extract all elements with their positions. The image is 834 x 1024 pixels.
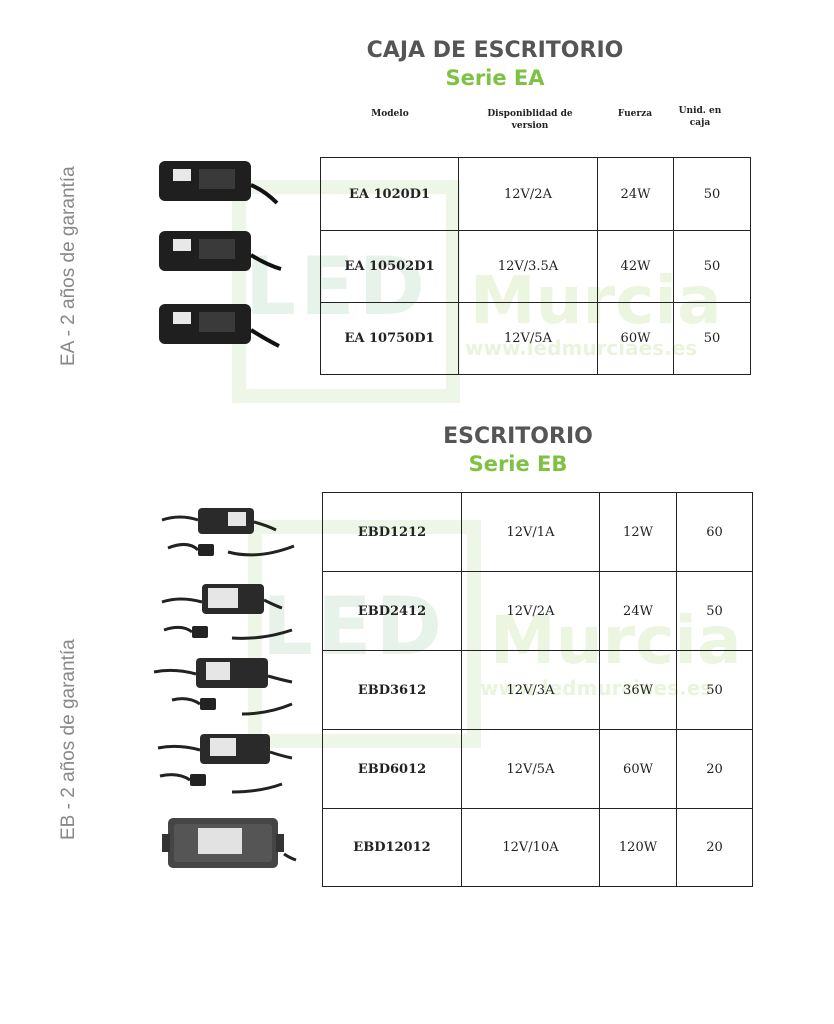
cell-modelo: EBD1212 [322, 492, 462, 572]
table-row: EA 1020D1 12V/2A 24W 50 [320, 157, 751, 231]
product-image-ebd12012 [162, 818, 297, 868]
product-image-ebd1212 [161, 508, 295, 557]
cell-version: 12V/2A [461, 571, 600, 651]
table-row: EA 10502D1 12V/3.5A 42W 50 [320, 230, 751, 303]
warranty-eb-label: EB - 2 años de garantía [58, 639, 79, 840]
col-header-disponibilidad: Disponiblidad de version [487, 109, 573, 131]
cell-modelo: EA 10502D1 [320, 230, 459, 303]
cell-version: 12V/3A [461, 650, 600, 730]
ea-spec-table: EA 1020D1 12V/2A 24W 50 EA 10502D1 12V/3… [320, 157, 751, 375]
table-row: EA 10750D1 12V/5A 60W 50 [320, 302, 751, 375]
cell-fuerza: 120W [599, 808, 677, 887]
cell-unid: 20 [676, 808, 753, 887]
cell-fuerza: 24W [599, 571, 677, 651]
cell-version: 12V/3.5A [458, 230, 598, 303]
cell-version: 12V/10A [461, 808, 600, 887]
col-header-modelo: Modelo [371, 109, 409, 119]
product-image-ea10750d1 [159, 304, 280, 348]
cell-version: 12V/5A [461, 729, 600, 809]
cell-version: 12V/5A [458, 302, 598, 375]
cell-version: 12V/1A [461, 492, 600, 572]
cell-fuerza: 60W [599, 729, 677, 809]
cell-modelo: EA 10750D1 [320, 302, 459, 375]
cell-fuerza: 36W [599, 650, 677, 730]
cell-modelo: EBD6012 [322, 729, 462, 809]
col-header-unid: Unid. en caja [678, 106, 722, 128]
table-row: EBD1212 12V/1A 12W 60 [322, 492, 753, 572]
table-row: EBD12012 12V/10A 120W 20 [322, 808, 753, 887]
product-image-ea1020d1 [159, 161, 279, 205]
product-image-ea10502d1 [159, 231, 282, 271]
cell-version: 12V/2A [458, 157, 598, 231]
cell-fuerza: 42W [597, 230, 674, 303]
warranty-ea-label: EA - 2 años de garantía [58, 166, 79, 366]
cell-modelo: EBD12012 [322, 808, 462, 887]
cell-unid: 50 [676, 571, 753, 651]
eb-spec-table: EBD1212 12V/1A 12W 60 EBD2412 12V/2A 24W… [322, 492, 753, 887]
table-row: EBD3612 12V/3A 36W 50 [322, 650, 753, 730]
section-ea-title: CAJA DE ESCRITORIO [366, 38, 624, 63]
cell-fuerza: 60W [597, 302, 674, 375]
section-eb-title: ESCRITORIO [443, 424, 593, 449]
cell-unid: 20 [676, 729, 753, 809]
product-image-ebd6012 [157, 734, 293, 794]
section-eb-serie: Serie EB [468, 452, 568, 476]
col-header-fuerza: Fuerza [617, 109, 653, 119]
cell-modelo: EA 1020D1 [320, 157, 459, 231]
cell-modelo: EBD2412 [322, 571, 462, 651]
product-image-ebd3612 [153, 658, 293, 716]
product-image-ebd2412 [161, 584, 293, 640]
table-row: EBD6012 12V/5A 60W 20 [322, 729, 753, 809]
section-ea-serie: Serie EA [445, 66, 545, 90]
table-row: EBD2412 12V/2A 24W 50 [322, 571, 753, 651]
cell-unid: 50 [673, 302, 751, 375]
cell-fuerza: 12W [599, 492, 677, 572]
cell-unid: 50 [673, 230, 751, 303]
cell-fuerza: 24W [597, 157, 674, 231]
cell-unid: 60 [676, 492, 753, 572]
cell-modelo: EBD3612 [322, 650, 462, 730]
cell-unid: 50 [676, 650, 753, 730]
cell-unid: 50 [673, 157, 751, 231]
